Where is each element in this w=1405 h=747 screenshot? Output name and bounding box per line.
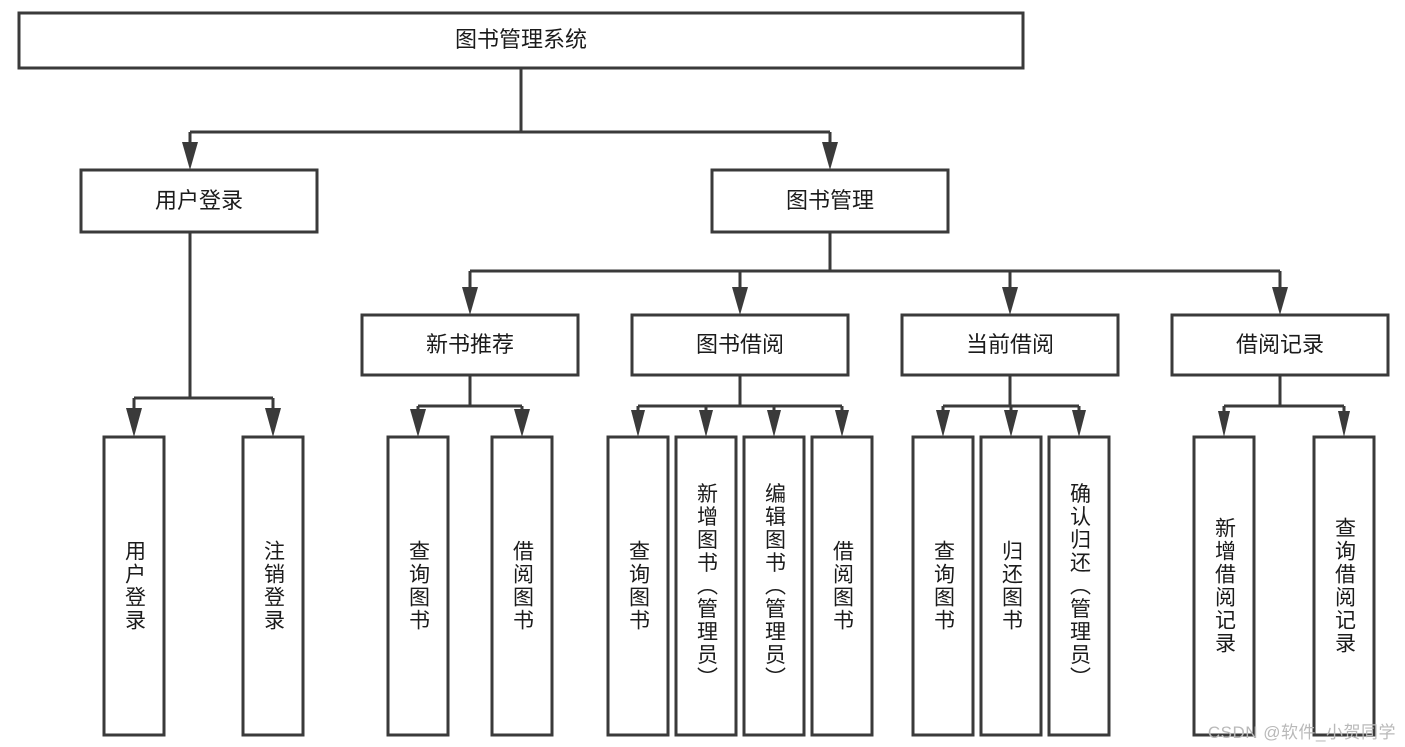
node-leaf-query-book-1-rect[interactable] <box>386 435 450 737</box>
arrow-root-to-user-login <box>182 142 198 170</box>
node-book-management-rect[interactable] <box>710 168 950 234</box>
node-leaf-query-record-rect[interactable] <box>1312 435 1376 737</box>
node-leaf-edit-book-label: 编辑图书（管理员） <box>763 483 787 690</box>
node-leaf-user-login-rect[interactable] <box>102 435 166 737</box>
node-borrow-record-label: 借阅记录 <box>1236 332 1324 357</box>
arrow-bm-to-book-borrow <box>732 287 748 315</box>
node-leaf-query-book-3[interactable]: 查询图书 <box>911 435 975 737</box>
node-leaf-return-book-label: 归还图书 <box>1000 540 1024 632</box>
csdn-watermark: CSDN @软件_小贺同学 <box>1207 723 1396 742</box>
arrow-user-login-to-leaf2 <box>265 408 281 437</box>
node-leaf-add-book-rect[interactable] <box>674 435 738 737</box>
arrow-bb-to-leaf1 <box>631 410 645 437</box>
edge-group <box>126 68 1350 437</box>
node-leaf-query-book-2-rect[interactable] <box>606 435 670 737</box>
node-leaf-add-record-label: 新增借阅记录 <box>1213 517 1237 655</box>
arrow-br-to-leaf1 <box>1218 411 1230 437</box>
arrow-bb-to-leaf2 <box>699 410 713 437</box>
node-leaf-user-login[interactable]: 用户登录 <box>102 435 166 737</box>
node-leaf-query-record-label: 查询借阅记录 <box>1333 517 1357 655</box>
node-book-management[interactable]: 图书管理 <box>710 168 950 234</box>
node-leaf-user-logout-rect[interactable] <box>241 435 305 737</box>
node-leaf-query-book-1[interactable]: 查询图书 <box>386 435 450 737</box>
node-leaf-return-book-rect[interactable] <box>979 435 1043 737</box>
node-leaf-borrow-book-2[interactable]: 借阅图书 <box>810 435 874 737</box>
node-book-borrow-rect[interactable] <box>630 313 850 377</box>
node-leaf-query-book-1-label: 查询图书 <box>407 540 431 632</box>
node-user-login[interactable]: 用户登录 <box>79 168 319 234</box>
arrow-root-to-book-management <box>822 142 838 170</box>
node-leaf-query-record[interactable]: 查询借阅记录 <box>1312 435 1376 737</box>
node-leaf-add-book[interactable]: 新增图书（管理员） <box>674 435 738 737</box>
node-leaf-confirm-return-label: 确认归还（管理员） <box>1068 483 1092 690</box>
arrow-bm-to-current-borrow <box>1002 287 1018 315</box>
node-leaf-user-login-label: 用户登录 <box>123 540 147 632</box>
node-leaf-confirm-return[interactable]: 确认归还（管理员） <box>1047 435 1111 737</box>
arrow-bm-to-borrow-record <box>1272 287 1288 315</box>
node-new-book-recommend-label: 新书推荐 <box>426 332 514 357</box>
node-user-login-label: 用户登录 <box>155 188 243 213</box>
node-leaf-borrow-book-1-rect[interactable] <box>490 435 554 737</box>
node-leaf-query-book-3-label: 查询图书 <box>932 540 956 632</box>
node-leaf-borrow-book-2-label: 借阅图书 <box>831 540 855 632</box>
node-root-rect[interactable] <box>17 11 1025 70</box>
node-book-borrow-label: 图书借阅 <box>696 332 784 357</box>
node-leaf-edit-book-rect[interactable] <box>742 435 806 737</box>
arrow-bm-to-new-book <box>462 287 478 315</box>
arrow-user-login-to-leaf1 <box>126 408 142 437</box>
node-new-book-recommend-rect[interactable] <box>360 313 580 377</box>
node-leaf-borrow-book-1-label: 借阅图书 <box>511 540 535 632</box>
node-leaf-return-book[interactable]: 归还图书 <box>979 435 1043 737</box>
node-leaf-borrow-book-1[interactable]: 借阅图书 <box>490 435 554 737</box>
node-book-borrow[interactable]: 图书借阅 <box>630 313 850 377</box>
node-leaf-add-record-rect[interactable] <box>1192 435 1256 737</box>
node-borrow-record[interactable]: 借阅记录 <box>1170 313 1390 377</box>
arrow-bb-to-leaf4 <box>835 410 849 437</box>
node-leaf-query-book-2[interactable]: 查询图书 <box>606 435 670 737</box>
node-leaf-edit-book[interactable]: 编辑图书（管理员） <box>742 435 806 737</box>
arrow-nb-to-leaf1 <box>410 409 426 437</box>
node-borrow-record-rect[interactable] <box>1170 313 1390 377</box>
node-leaf-borrow-book-2-rect[interactable] <box>810 435 874 737</box>
node-user-login-rect[interactable] <box>79 168 319 234</box>
node-root[interactable]: 图书管理系统 <box>17 11 1025 70</box>
arrow-bb-to-leaf3 <box>767 410 781 437</box>
node-root-label: 图书管理系统 <box>455 27 587 52</box>
arrow-cb-to-leaf3 <box>1072 410 1086 437</box>
node-leaf-add-book-label: 新增图书（管理员） <box>695 483 719 690</box>
node-current-borrow-rect[interactable] <box>900 313 1120 377</box>
node-new-book-recommend[interactable]: 新书推荐 <box>360 313 580 377</box>
node-current-borrow-label: 当前借阅 <box>966 332 1054 357</box>
arrow-cb-to-leaf1 <box>936 410 950 437</box>
node-leaf-query-book-3-rect[interactable] <box>911 435 975 737</box>
node-leaf-user-logout-label: 注销登录 <box>262 540 286 632</box>
node-leaf-query-book-2-label: 查询图书 <box>627 540 651 632</box>
node-leaf-add-record[interactable]: 新增借阅记录 <box>1192 435 1256 737</box>
node-leaf-user-logout[interactable]: 注销登录 <box>241 435 305 737</box>
arrow-br-to-leaf2 <box>1338 411 1350 437</box>
node-book-management-label: 图书管理 <box>786 188 874 213</box>
arrow-cb-to-leaf2 <box>1004 410 1018 437</box>
node-current-borrow[interactable]: 当前借阅 <box>900 313 1120 377</box>
arrow-nb-to-leaf2 <box>514 409 530 437</box>
node-leaf-confirm-return-rect[interactable] <box>1047 435 1111 737</box>
